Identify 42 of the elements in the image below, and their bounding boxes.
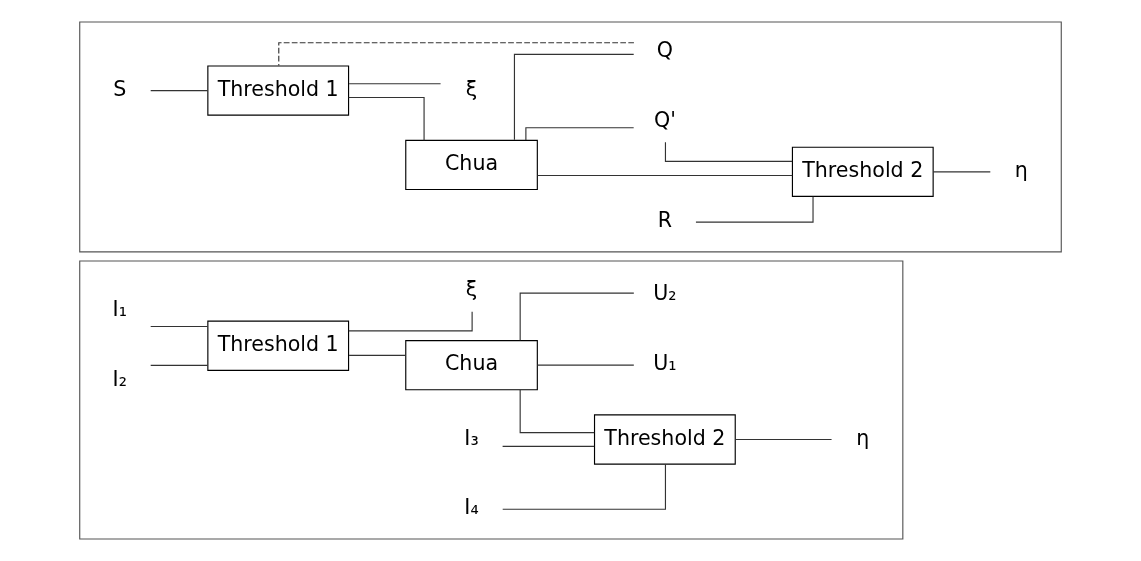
node-text: R bbox=[657, 208, 673, 233]
connector bbox=[348, 311, 473, 332]
node-text: η bbox=[1014, 157, 1028, 182]
connector bbox=[519, 389, 595, 434]
connector bbox=[735, 438, 833, 441]
node-box: Chua bbox=[405, 139, 538, 191]
node-text: Q' bbox=[653, 107, 676, 132]
connector bbox=[502, 463, 667, 510]
node-text: I₂ bbox=[112, 367, 127, 392]
node-text: I₁ bbox=[112, 297, 127, 322]
connector bbox=[278, 42, 635, 67]
node-text: I₄ bbox=[464, 495, 479, 520]
node-text: Q bbox=[656, 37, 673, 62]
connector bbox=[536, 364, 635, 366]
node-text: U₁ bbox=[653, 351, 677, 376]
node-text: U₂ bbox=[653, 281, 677, 306]
cluster bbox=[79, 260, 904, 540]
connector bbox=[664, 141, 793, 162]
connector bbox=[525, 127, 635, 141]
connector bbox=[150, 364, 209, 366]
connector bbox=[348, 354, 407, 356]
node-text: S bbox=[113, 76, 127, 101]
cluster bbox=[79, 21, 1062, 253]
node-text: ξ bbox=[465, 76, 478, 101]
node-box: Threshold 1 bbox=[207, 65, 350, 116]
node-text: I₃ bbox=[464, 425, 479, 450]
node-text: η bbox=[856, 425, 870, 450]
connector bbox=[695, 196, 814, 223]
node-box: Threshold 1 bbox=[207, 320, 350, 371]
connector bbox=[348, 83, 442, 85]
node-text: ξ bbox=[465, 276, 478, 301]
connector bbox=[519, 292, 635, 341]
connector bbox=[150, 326, 209, 328]
node-box: Threshold 2 bbox=[593, 414, 736, 465]
node-box: Threshold 2 bbox=[791, 146, 934, 197]
node-box: Chua bbox=[405, 340, 538, 391]
connector bbox=[536, 174, 793, 176]
connector bbox=[150, 90, 209, 92]
connector bbox=[502, 445, 595, 447]
connector bbox=[348, 96, 425, 141]
connector bbox=[932, 171, 991, 173]
connector bbox=[513, 53, 635, 141]
